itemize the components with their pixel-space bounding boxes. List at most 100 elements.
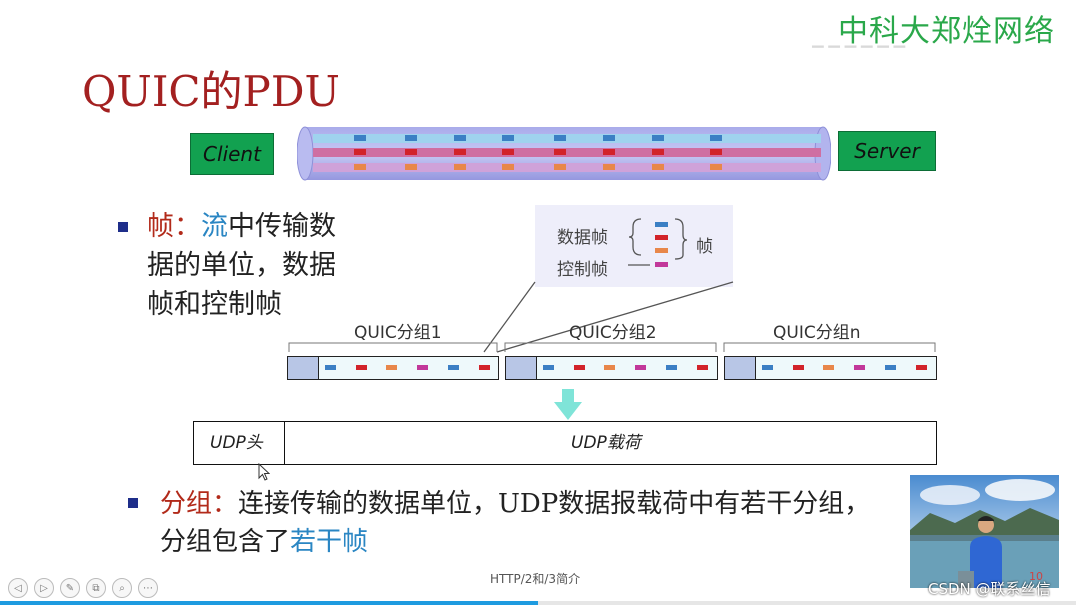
frame-line3: 帧和控制帧 — [147, 289, 282, 320]
legend-frame: 帧 — [696, 237, 713, 257]
pipe-frame-red — [554, 149, 566, 155]
legend-control-frame: 控制帧 — [557, 260, 608, 280]
pipe-frame-orange — [710, 164, 722, 170]
frame-line2: 据的单位，数据 — [147, 250, 336, 281]
pipe-frame-red — [502, 149, 514, 155]
pipe-frame-blue — [354, 135, 366, 141]
packet-term: 分组： — [160, 489, 239, 519]
legend-data-frame: 数据帧 — [557, 228, 608, 248]
udp-datagram: UDP头 UDP载荷 — [193, 421, 937, 465]
frame-marker — [417, 365, 428, 370]
server-box: Server — [838, 131, 936, 171]
pipe-frame-blue — [652, 135, 664, 141]
player-controls: ◁ ▷ ✎ ⧉ ⌕ ⋯ — [8, 578, 158, 598]
pipe-frame-orange — [502, 164, 514, 170]
pipe-frame-orange — [603, 164, 615, 170]
slide-footer: HTTP/2和/3简介 — [490, 572, 581, 586]
pipe-frame-orange — [554, 164, 566, 170]
stream-lane-red — [313, 148, 821, 157]
watermark-shadow: ▁ ▁ ▁ ▁ ▁ ▁ — [812, 30, 906, 48]
legend-marker-blue — [655, 222, 668, 227]
frame-definition: 帧：流中传输数 据的单位，数据 帧和控制帧 — [147, 207, 377, 324]
frame-marker — [885, 365, 896, 370]
frame-marker — [479, 365, 490, 370]
stream-lane-blue — [313, 134, 821, 143]
udp-header-label: UDP头 — [210, 433, 263, 453]
frame-legend: 数据帧 控制帧 帧 — [535, 205, 733, 287]
pen-icon[interactable]: ✎ — [60, 578, 80, 598]
frame-marker — [762, 365, 773, 370]
pipe-frame-orange — [454, 164, 466, 170]
prev-icon[interactable]: ◁ — [8, 578, 28, 598]
pipe-frame-orange — [652, 164, 664, 170]
packet-label-1: QUIC分组1 — [354, 323, 442, 343]
quic-packet-n — [724, 356, 937, 380]
quic-packet-2 — [505, 356, 718, 380]
csdn-watermark: CSDN @联系丝信 — [928, 580, 1051, 598]
copy-icon[interactable]: ⧉ — [86, 578, 106, 598]
legend-brackets — [628, 218, 688, 267]
playback-progress[interactable] — [0, 601, 1076, 605]
pipe-frame-red — [710, 149, 722, 155]
packet-header — [725, 357, 756, 379]
pipe-frame-blue — [405, 135, 417, 141]
next-icon[interactable]: ▷ — [34, 578, 54, 598]
packet-label-n: QUIC分组n — [773, 323, 861, 343]
pipe-frame-blue — [502, 135, 514, 141]
frame-term: 帧： — [147, 211, 201, 242]
pipe-frame-red — [454, 149, 466, 155]
playback-progress-fill — [0, 601, 538, 605]
page-number: 10 — [1029, 570, 1043, 583]
packet-line1: 连接传输的数据单位，UDP数据报载荷中有若干分组， — [238, 489, 871, 519]
frame-marker — [448, 365, 459, 370]
pipe-frame-blue — [554, 135, 566, 141]
frame-marker — [386, 365, 397, 370]
frame-marker — [854, 365, 865, 370]
frame-marker — [666, 365, 677, 370]
pipe-frame-red — [603, 149, 615, 155]
brand-logo-text: 中科大郑烇网络 — [838, 14, 1055, 49]
packet-definition: 分组：连接传输的数据单位，UDP数据报载荷中有若干分组， 分组包含了若干帧 — [160, 485, 870, 561]
zoom-icon[interactable]: ⌕ — [112, 578, 132, 598]
frame-marker — [793, 365, 804, 370]
pipe-frame-blue — [710, 135, 722, 141]
frame-marker — [356, 365, 367, 370]
frames-highlight: 若干帧 — [290, 527, 369, 557]
mouse-cursor-icon — [258, 463, 270, 481]
more-icon[interactable]: ⋯ — [138, 578, 158, 598]
packet-label-2: QUIC分组2 — [569, 323, 657, 343]
stream-lane-orange — [313, 163, 821, 172]
bullet-icon — [128, 498, 138, 508]
pipe-frame-red — [405, 149, 417, 155]
packet-header — [506, 357, 537, 379]
legend-marker-magenta — [655, 262, 668, 267]
slide-title: QUIC的PDU — [82, 67, 340, 116]
frame-marker — [543, 365, 554, 370]
frame-line1: 中传输数 — [228, 211, 336, 242]
frame-marker — [635, 365, 646, 370]
legend-marker-red — [655, 235, 668, 240]
quic-packet-1 — [287, 356, 499, 380]
pipe-frame-blue — [454, 135, 466, 141]
frame-marker — [574, 365, 585, 370]
packet-header — [288, 357, 319, 379]
frame-marker — [697, 365, 708, 370]
pipe-frame-blue — [603, 135, 615, 141]
udp-payload-label: UDP载荷 — [571, 433, 641, 453]
udp-header: UDP头 — [194, 422, 285, 464]
pipe-frame-orange — [405, 164, 417, 170]
down-arrow-icon — [554, 389, 582, 420]
frame-marker — [916, 365, 927, 370]
frame-marker — [604, 365, 615, 370]
packet-line2-prefix: 分组包含了 — [160, 527, 291, 557]
frame-marker — [823, 365, 834, 370]
pipe-frame-red — [354, 149, 366, 155]
pipe-frame-orange — [354, 164, 366, 170]
client-box: Client — [190, 133, 274, 175]
stream-highlight: 流 — [201, 211, 228, 242]
bullet-icon — [118, 222, 128, 232]
presenter-video[interactable] — [910, 475, 1059, 588]
pipe-frame-red — [652, 149, 664, 155]
